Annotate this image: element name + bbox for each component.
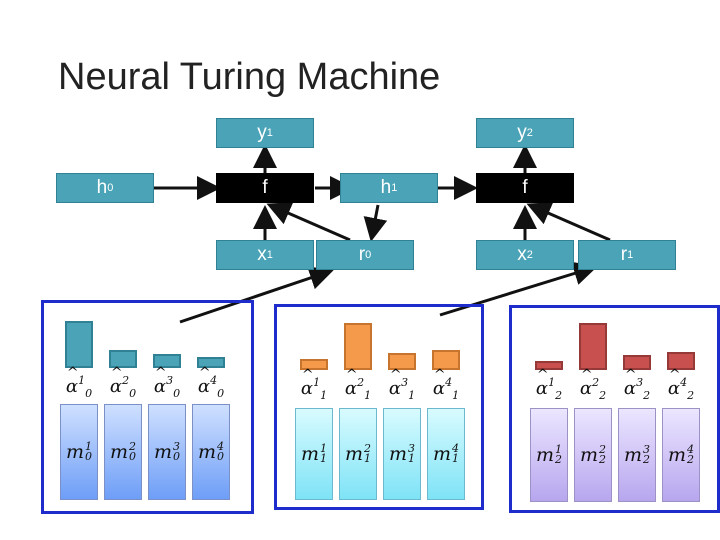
memory-panel-2: [509, 305, 720, 513]
attention-bar: [300, 359, 328, 370]
page-title: Neural Turing Machine: [58, 56, 441, 98]
attention-bar: [667, 352, 695, 370]
attention-label: α10: [59, 365, 99, 400]
attention-bar: [344, 323, 372, 370]
attention-bar: [579, 323, 607, 370]
attention-bar: [388, 353, 416, 370]
attention-label: α32: [617, 367, 657, 402]
attention-bar: [535, 361, 563, 370]
attention-label: α12: [529, 367, 569, 402]
arrow-r1-f2: [526, 202, 611, 242]
attention-label: α30: [147, 365, 187, 400]
arrow-h1-r0: [363, 204, 388, 242]
attention-label: α41: [426, 367, 466, 402]
attention-label: α22: [573, 367, 613, 402]
arrow-r0-f1: [266, 202, 351, 242]
arrow-read-r0: [179, 266, 334, 324]
attention-label: α21: [338, 367, 378, 402]
attention-label: α42: [661, 367, 701, 402]
attention-bar: [197, 357, 225, 368]
attention-bar: [65, 321, 93, 368]
node-f2: f: [476, 173, 574, 203]
attention-label: α40: [191, 365, 231, 400]
attention-label: α31: [382, 367, 422, 402]
attention-bar: [432, 350, 460, 370]
attention-label: α11: [294, 367, 334, 402]
node-f1: f: [216, 173, 314, 203]
arrow-read-r1: [439, 261, 598, 317]
attention-bar: [109, 350, 137, 368]
memory-panel-0: [41, 300, 254, 514]
attention-label: α20: [103, 365, 143, 400]
memory-panel-1: [274, 304, 484, 510]
